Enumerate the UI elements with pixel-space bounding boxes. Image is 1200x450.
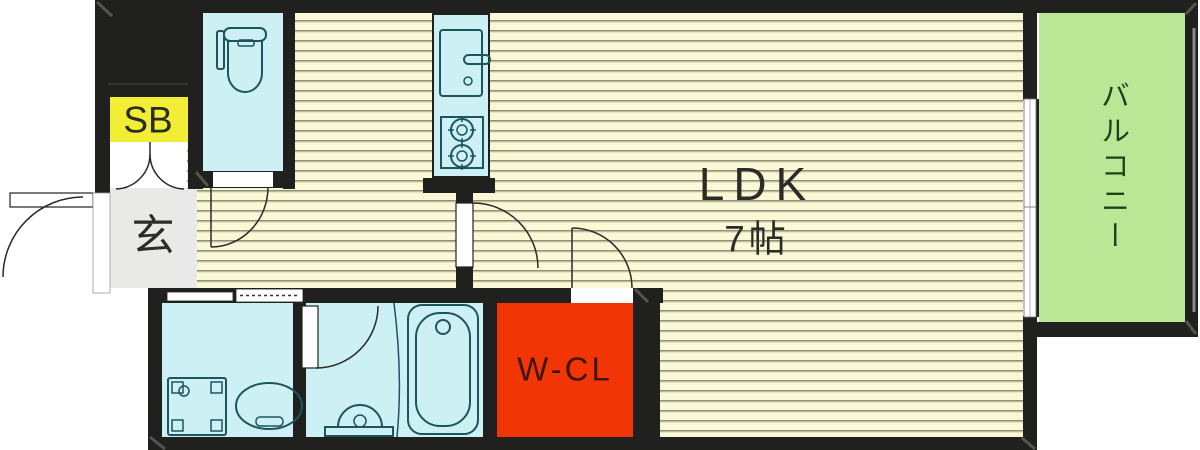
- shoe-box: [108, 97, 190, 142]
- entrance-door: [2, 192, 111, 294]
- wall-segment: [148, 288, 162, 450]
- room-genkan: [110, 187, 197, 288]
- wall-segment: [148, 437, 1037, 450]
- wall-segment: [283, 13, 295, 189]
- wall-segment: [1185, 0, 1198, 337]
- wall-segment: [193, 13, 203, 189]
- wall-segment: [1023, 322, 1198, 337]
- wall-segment: [95, 0, 203, 97]
- wall-segment: [1023, 316, 1037, 450]
- room-label-genkan: 玄: [131, 212, 175, 261]
- balcony-window-edge: [1036, 99, 1039, 317]
- wall-segment: [456, 266, 473, 290]
- wall-segment: [293, 302, 306, 437]
- wall-segment: [197, 0, 1037, 13]
- room-washroom: [162, 302, 293, 437]
- room-walk-in-closet: [497, 303, 633, 437]
- room-label-ldk: LDK: [698, 158, 816, 210]
- shoe-box-door-area: [110, 142, 187, 188]
- sliding-window: [1023, 98, 1037, 318]
- wall-segment: [456, 193, 473, 205]
- room-label-ldk-size: 7帖: [724, 218, 790, 260]
- kitchen-counter: [432, 13, 490, 178]
- wall-segment: [148, 288, 663, 303]
- wall-segment: [195, 171, 295, 188]
- room-label-walk-in-closet: W-CL: [517, 350, 613, 388]
- wall-segment: [633, 288, 660, 437]
- room-label-balcony: バルコニー: [1096, 80, 1129, 256]
- wall-segment: [1037, 0, 1198, 13]
- room-toilet: [203, 13, 283, 171]
- room-bathroom: [306, 302, 483, 437]
- wall-segment: [95, 97, 110, 194]
- wall-segment: [483, 302, 497, 437]
- room-label-shoe-box: SB: [123, 99, 173, 141]
- wall-segment: [1023, 0, 1037, 100]
- room-balcony: [1039, 13, 1185, 322]
- kitchen-counter-base: [423, 178, 495, 193]
